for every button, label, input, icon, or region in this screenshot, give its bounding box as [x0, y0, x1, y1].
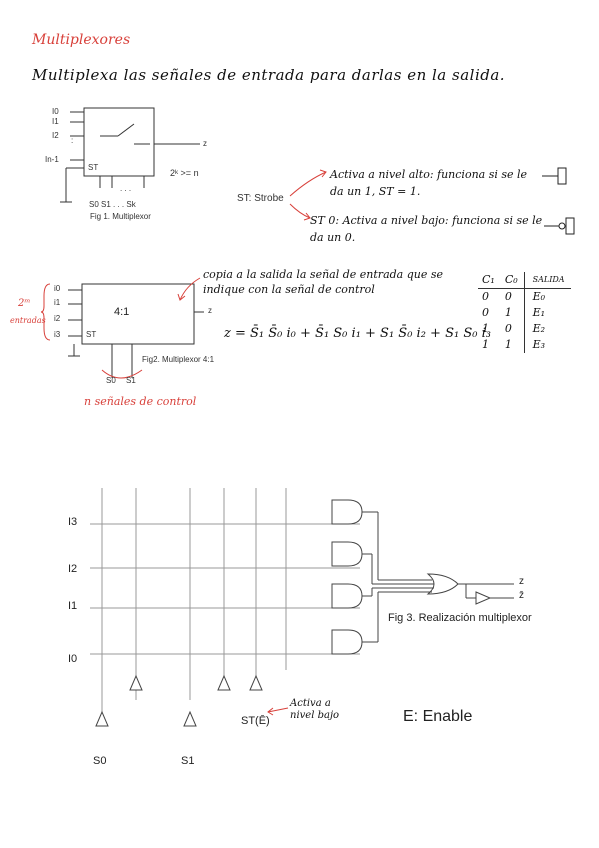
fig3-input-i3: I3: [68, 516, 78, 528]
copy-note-arrow: [177, 277, 201, 301]
fig1-select-dots: . . .: [120, 184, 132, 193]
intro-text: Multiplexa las señales de entrada para d…: [32, 66, 506, 84]
fig2-select-0: S0: [106, 376, 116, 385]
fig1-input-1: I1: [52, 117, 59, 126]
truth-cell: 1: [504, 338, 512, 351]
fig3-input-i1: I1: [68, 600, 78, 612]
fig3-output-z: z: [519, 576, 524, 587]
truth-header-c1: C₁: [482, 273, 495, 286]
truth-table: C₁ C₀ SALIDA 0 0 E₀ 0 1 E₁ 1 0 E₂ 1 1 E₃: [478, 272, 571, 353]
fig1-input-0: I0: [52, 107, 59, 116]
fig3-caption: Fig 3. Realización multiplexor: [388, 612, 532, 624]
fig2-left-brace: [40, 283, 51, 341]
fig1-select-labels: S0 S1 . . . Sk: [89, 200, 136, 209]
fig2-center-label: 4:1: [114, 306, 130, 318]
fig1-st-label: ST: [88, 163, 99, 172]
fig2-input-3: i3: [54, 330, 61, 339]
truth-cell: 1: [482, 338, 489, 351]
truth-cell: 0: [482, 306, 489, 319]
strobe-arrows: [289, 167, 575, 235]
strobe-high-note: Activa a nivel alto: funciona si se le d…: [330, 168, 528, 198]
fig2-left-note-top: 2ᵐ: [18, 298, 31, 309]
page-title: Multiplexores: [32, 32, 131, 48]
fig1-input-n: In-1: [45, 155, 59, 164]
truth-cell: 0: [504, 322, 512, 335]
mux-equation: z = S̄₁ S̄₀ i₀ + S̄₁ S₀ i₁ + S₁ S̄₀ i₂ +…: [224, 326, 491, 341]
fig3-active-note: Activa a nivel bajo: [290, 698, 340, 721]
fig2-left-note-bottom: entradas: [10, 316, 46, 325]
fig1-caption: Fig 1. Multiplexor: [90, 212, 151, 221]
fig2-control-note: n señales de control: [84, 395, 197, 408]
fig1-relation: 2ᵏ >= n: [170, 168, 199, 178]
strobe-label: ST: Strobe: [237, 193, 284, 204]
strobe-low-note: ST 0: Activa a nivel bajo: funciona si s…: [310, 214, 543, 244]
fig2-st-label: ST: [86, 330, 97, 339]
enable-note: E: Enable: [403, 708, 473, 725]
fig2-select-1: S1: [126, 376, 136, 385]
truth-cell: 1: [504, 306, 512, 319]
fig1-input-dots: :: [71, 136, 74, 145]
truth-cell: E₂: [523, 321, 571, 337]
truth-header-c0: C₀: [504, 273, 518, 286]
fig2-output-label: z: [208, 306, 212, 315]
truth-cell: 1: [482, 322, 489, 335]
fig2-input-1: i1: [54, 298, 61, 307]
truth-cell: 0: [504, 290, 512, 303]
copy-note: copia a la salida la señal de entrada qu…: [203, 268, 444, 296]
fig3-gate-circuit: [90, 488, 514, 727]
truth-cell: E₀: [523, 288, 571, 305]
fig3-active-arrow: [267, 707, 289, 716]
fig3-select-s1: S1: [181, 755, 195, 767]
fig1-input-2: I2: [52, 131, 59, 140]
truth-cell: E₃: [523, 337, 571, 353]
truth-header-salida: SALIDA: [523, 272, 571, 289]
fig2-mux-4to1-diagram: [68, 283, 204, 379]
fig3-input-i0: I0: [68, 653, 78, 665]
fig3-output-z-bar: z̄: [519, 590, 524, 601]
fig2-input-0: i0: [54, 284, 61, 293]
truth-cell: 0: [482, 290, 489, 303]
fig1-output-label: z: [203, 139, 207, 148]
truth-cell: E₁: [523, 305, 571, 321]
fig3-st-enable: ST(Ē): [241, 715, 270, 727]
fig3-input-i2: I2: [68, 563, 78, 575]
fig1-mux-diagram: [60, 107, 200, 203]
fig2-input-2: i2: [54, 314, 61, 323]
fig3-select-s0: S0: [93, 755, 107, 767]
fig2-caption: Fig2. Multiplexor 4:1: [142, 355, 215, 364]
